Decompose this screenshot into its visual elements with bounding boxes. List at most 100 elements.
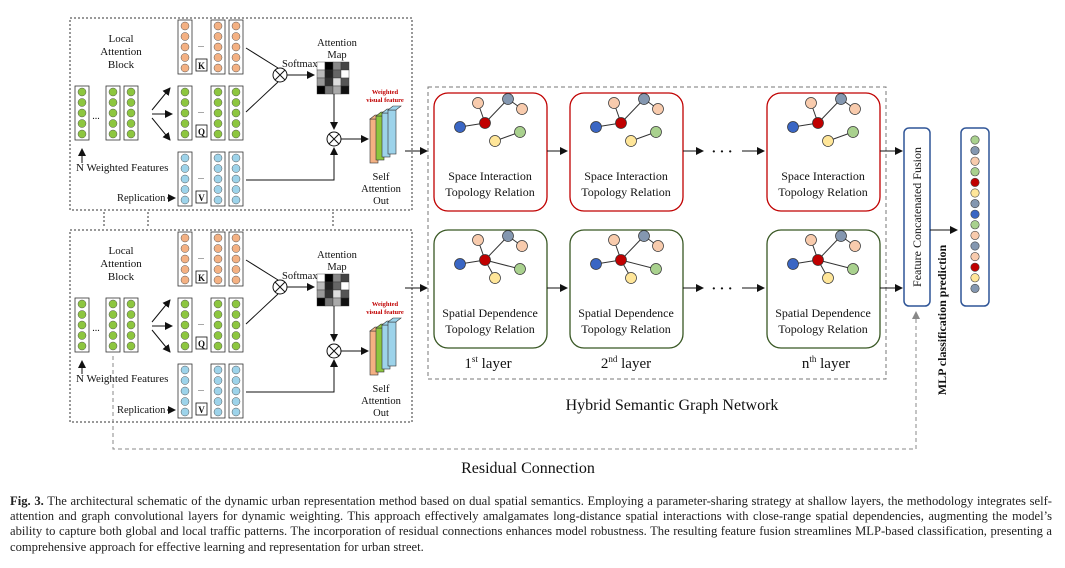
svg-text:Attention: Attention bbox=[361, 396, 401, 407]
feature-node bbox=[231, 108, 241, 118]
feature-node bbox=[108, 87, 118, 97]
feature-node bbox=[213, 21, 223, 31]
figure-caption: Fig. 3. The architectural schematic of t… bbox=[10, 494, 1052, 555]
graph-node bbox=[805, 234, 817, 246]
feature-node bbox=[180, 265, 190, 274]
output-node bbox=[970, 209, 980, 219]
attention-cell bbox=[332, 85, 342, 95]
graph-node bbox=[847, 126, 859, 138]
output-node bbox=[970, 156, 980, 166]
output-node bbox=[970, 177, 980, 187]
graph-node bbox=[787, 258, 799, 270]
attention-cell bbox=[324, 85, 334, 95]
spatial-relation-label: Spatial Dependence bbox=[775, 306, 871, 320]
feature-node bbox=[231, 386, 241, 396]
feature-node bbox=[213, 119, 223, 128]
graph-node bbox=[625, 272, 637, 284]
output-node bbox=[970, 146, 980, 156]
feature-slab bbox=[387, 109, 397, 155]
feature-node bbox=[213, 299, 223, 309]
attention-cell bbox=[316, 273, 326, 283]
graph-node bbox=[502, 93, 514, 105]
attention-cell bbox=[324, 61, 334, 71]
feature-node bbox=[180, 331, 190, 340]
feature-node bbox=[126, 98, 136, 107]
graph-node bbox=[822, 272, 834, 284]
feature-node bbox=[213, 32, 223, 41]
feature-node bbox=[213, 185, 223, 194]
feature-node bbox=[213, 87, 223, 97]
graph-node bbox=[652, 240, 664, 252]
feature-node bbox=[231, 320, 241, 330]
attention-cell bbox=[316, 61, 326, 71]
feature-node bbox=[213, 108, 223, 118]
graph-node bbox=[479, 117, 491, 129]
feature-node bbox=[77, 129, 87, 139]
weighted-feature-stack bbox=[369, 317, 402, 376]
output-node bbox=[970, 135, 980, 145]
weighted-features-label: N Weighted Features bbox=[76, 162, 168, 174]
feature-node bbox=[180, 407, 190, 417]
graph-node bbox=[454, 258, 466, 270]
feature-node bbox=[126, 310, 136, 319]
feature-node bbox=[77, 87, 87, 97]
feature-node bbox=[213, 195, 223, 205]
graph-node bbox=[516, 240, 528, 252]
attention-cell bbox=[324, 77, 334, 87]
space-relation-label: Space Interaction bbox=[584, 169, 668, 183]
feature-node bbox=[231, 164, 241, 173]
graph-node bbox=[835, 93, 847, 105]
attention-cell bbox=[332, 273, 342, 283]
feature-node bbox=[108, 129, 118, 139]
feature-node bbox=[108, 299, 118, 309]
graph-node bbox=[514, 263, 526, 275]
feature-node bbox=[77, 108, 87, 118]
graph-node bbox=[812, 254, 824, 266]
attention-cell bbox=[340, 61, 350, 71]
feature-node bbox=[231, 53, 241, 62]
feature-slab bbox=[387, 321, 397, 367]
graph-node bbox=[489, 135, 501, 147]
feature-node bbox=[126, 299, 136, 309]
feature-node bbox=[231, 299, 241, 309]
feature-node bbox=[180, 320, 190, 330]
graph-node bbox=[650, 126, 662, 138]
attention-map-label: Attention bbox=[317, 250, 357, 261]
feature-node bbox=[77, 341, 87, 351]
feature-node bbox=[126, 320, 136, 330]
feature-node bbox=[180, 53, 190, 62]
output-node bbox=[970, 252, 980, 262]
space-relation-label: Space Interaction bbox=[781, 169, 865, 183]
spatial-relation-label: Spatial Dependence bbox=[442, 306, 538, 320]
feature-node bbox=[231, 254, 241, 264]
feature-node bbox=[213, 331, 223, 340]
feature-node bbox=[213, 129, 223, 139]
feature-node bbox=[213, 397, 223, 406]
feature-node bbox=[126, 87, 136, 97]
feature-node bbox=[108, 320, 118, 330]
ellipsis: · · · bbox=[711, 145, 732, 160]
feature-node bbox=[213, 275, 223, 285]
attention-cell bbox=[340, 289, 350, 299]
spatial-relation-label: Topology Relation bbox=[778, 322, 867, 336]
feature-node bbox=[231, 365, 241, 375]
feature-node bbox=[231, 407, 241, 417]
graph-node bbox=[472, 234, 484, 246]
graph-node bbox=[489, 272, 501, 284]
svg-text:...: ... bbox=[198, 172, 204, 181]
feature-node bbox=[231, 331, 241, 340]
weighted-visual-label: Weighted bbox=[372, 301, 399, 308]
layer-label-2: 2nd layer bbox=[601, 354, 651, 372]
value-columns bbox=[177, 151, 244, 207]
svg-text:Attention: Attention bbox=[100, 258, 142, 270]
attention-cell bbox=[324, 69, 334, 79]
feature-node bbox=[213, 376, 223, 385]
attention-block-top: Local Attention Block ... N Weighted Fea… bbox=[69, 17, 413, 211]
feature-node bbox=[213, 341, 223, 351]
space-relation-label: Topology Relation bbox=[581, 185, 670, 199]
value-label: V bbox=[198, 405, 205, 415]
attention-cell bbox=[332, 297, 342, 307]
graph-node bbox=[590, 258, 602, 270]
caption-text: The architectural schematic of the dynam… bbox=[10, 494, 1052, 554]
